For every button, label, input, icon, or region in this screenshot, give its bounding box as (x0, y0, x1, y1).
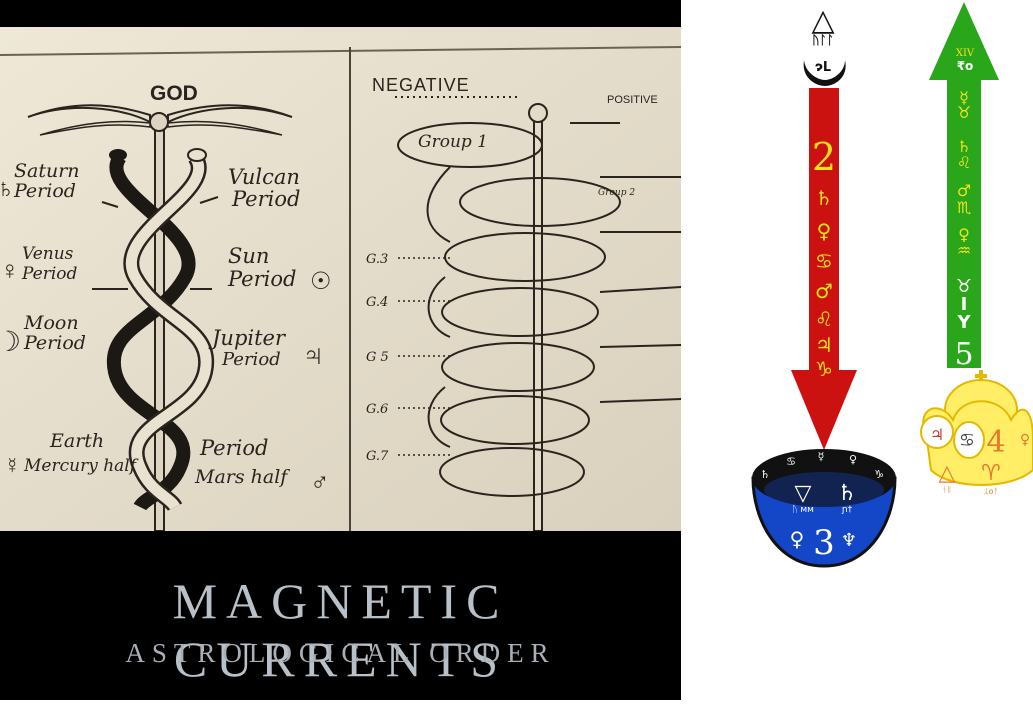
venus-glyph-icon: ♀ (0, 255, 20, 285)
group-2-label: Group 2 (598, 188, 635, 198)
red-arrow-moon-word: ɂᒪ (815, 60, 831, 75)
label-earth: Earth (49, 430, 104, 452)
bowl-rim-glyph-3: ♀ (849, 453, 857, 466)
red-glyph-4: ♌ (815, 307, 833, 331)
label-jupiter: Jupiter (208, 326, 287, 350)
red-arrow-top-word: ᚢᛚᛚ (812, 33, 834, 47)
group-7-label: G.7 (366, 449, 389, 464)
label-moon-period: Period (23, 332, 86, 354)
poster-panel: GOD Saturn Period ♄ Vulcan Period Venus … (0, 0, 681, 700)
red-glyph-5: ♃ (815, 333, 833, 357)
green-arrow: ♐ XIV ₹o ☿ ♉ ♄ ♌ ♂ ♏ ♀ ♒ ♉ I Y 5 (929, 2, 999, 372)
crown-small-left: ᚾᛒ (942, 485, 952, 494)
crown-venus-icon: ♀ (1020, 432, 1030, 448)
label-saturn-period: Period (13, 180, 76, 202)
green-arrow-roman: XIV (956, 48, 975, 59)
label-vulcan: Vulcan (228, 165, 300, 189)
bowl-rim-glyph-1: ♋ (786, 455, 796, 468)
label-moon: Moon (23, 312, 79, 334)
bowl-sub-left: ᚢ ᴍᴍ (792, 504, 814, 515)
moon-glyph-icon: ☽ (0, 326, 21, 357)
green-glyph-5: ♏ (957, 198, 971, 217)
red-arrow-number: 2 (812, 135, 836, 179)
group-3-label: G.3 (366, 252, 388, 267)
label-period: Period (199, 436, 268, 460)
crown-small-right: ᛦoᚨ (984, 487, 999, 496)
heading-negative: NEGATIVE (372, 75, 470, 95)
bowl-bottom-right-icon: ♆ (841, 530, 857, 551)
red-arrow-head (791, 370, 857, 450)
crown-aries-icon: ♈ (981, 461, 1001, 486)
bowl-venus-icon: ♀ (790, 527, 805, 551)
group-4-label: G.4 (366, 295, 388, 310)
current-flow-diagram: △ ᚢᛚᛚ ɂᒪ 2 ♄ ♀ ♋ ♂ ♌ ♃ ♑ ♄ ♋ (681, 0, 1033, 700)
label-jupiter-period: Period (221, 349, 281, 370)
red-glyph-0: ♄ (815, 186, 833, 210)
bowl-number: 3 (813, 523, 835, 563)
bowl-rim-glyph-0: ♄ (760, 468, 770, 481)
label-sun-period: Period (227, 267, 296, 291)
group-1-label: Group 1 (418, 132, 488, 152)
label-mars-half: Mars half (194, 466, 290, 488)
heading-god: GOD (150, 82, 198, 105)
caduceus-diagram: GOD Saturn Period ♄ Vulcan Period Venus … (0, 27, 681, 531)
saturn-glyph-icon: ♄ (0, 173, 16, 203)
green-glyph-7: ♒ (957, 241, 971, 260)
mercury-glyph-icon: ☿ (4, 453, 21, 478)
label-venus: Venus (22, 244, 74, 264)
green-glyph-1: ♉ (957, 103, 971, 122)
crown-number: 4 (986, 425, 1005, 460)
blue-bowl: ♄ ♋ ☿ ♀ ♑ ▽ ♄ ᚢ ᴍᴍ ɲ† ♀ 3 ♆ (753, 450, 895, 566)
label-saturn: Saturn (14, 160, 80, 182)
bowl-rim-glyph-4: ♑ (874, 468, 884, 481)
diagram-svg: △ ᚢᛚᛚ ɂᒪ 2 ♄ ♀ ♋ ♂ ♌ ♃ ♑ ♄ ♋ (681, 0, 1033, 700)
crown-fire-triangle-icon: △ (939, 461, 956, 486)
heading-positive: POSITIVE (607, 94, 658, 106)
group-5-label: G 5 (366, 350, 389, 365)
bowl-saturn-icon: ♄ (837, 481, 857, 506)
bowl-sub-right: ɲ† (841, 505, 853, 515)
poster-title: MAGNETIC CURRENTS (0, 572, 681, 688)
jupiter-glyph-icon: ♃ (302, 339, 325, 372)
red-glyph-6: ♑ (815, 357, 833, 381)
label-vulcan-period: Period (231, 187, 300, 211)
sagittarius-icon: ♐ (979, 17, 999, 42)
sun-glyph-icon: ☉ (310, 268, 332, 295)
red-arrow: △ ᚢᛚᛚ ɂᒪ 2 ♄ ♀ ♋ ♂ ♌ ♃ ♑ (791, 3, 857, 450)
label-sun: Sun (228, 244, 269, 268)
crown-cancer-icon: ♋ (959, 430, 975, 451)
green-arrow-small-text: ₹o (957, 59, 974, 73)
green-arrow-number: 5 (954, 337, 973, 372)
group-6-label: G.6 (366, 402, 388, 417)
red-glyph-2: ♋ (815, 249, 833, 273)
yellow-crown: ♃ ♋ 4 ♀ △ ♈ ᚾᛒ ᛦoᚨ (921, 370, 1033, 496)
label-venus-period: Period (21, 264, 78, 284)
mars-glyph-icon: ♂ (310, 467, 330, 497)
label-mercury-half: Mercury half (23, 456, 139, 476)
poster-subtitle: ASTROLOGICAL ORDER (0, 638, 681, 669)
red-glyph-3: ♂ (815, 279, 833, 303)
red-glyph-1: ♀ (817, 219, 832, 243)
green-glyph-3: ♌ (957, 153, 971, 172)
crown-jupiter-icon: ♃ (930, 425, 944, 444)
bowl-rim-glyph-2: ☿ (818, 450, 825, 463)
book-page-photo: GOD Saturn Period ♄ Vulcan Period Venus … (0, 27, 681, 531)
green-glyph-10: Y (956, 312, 971, 333)
bowl-water-triangle-icon: ▽ (795, 481, 812, 506)
